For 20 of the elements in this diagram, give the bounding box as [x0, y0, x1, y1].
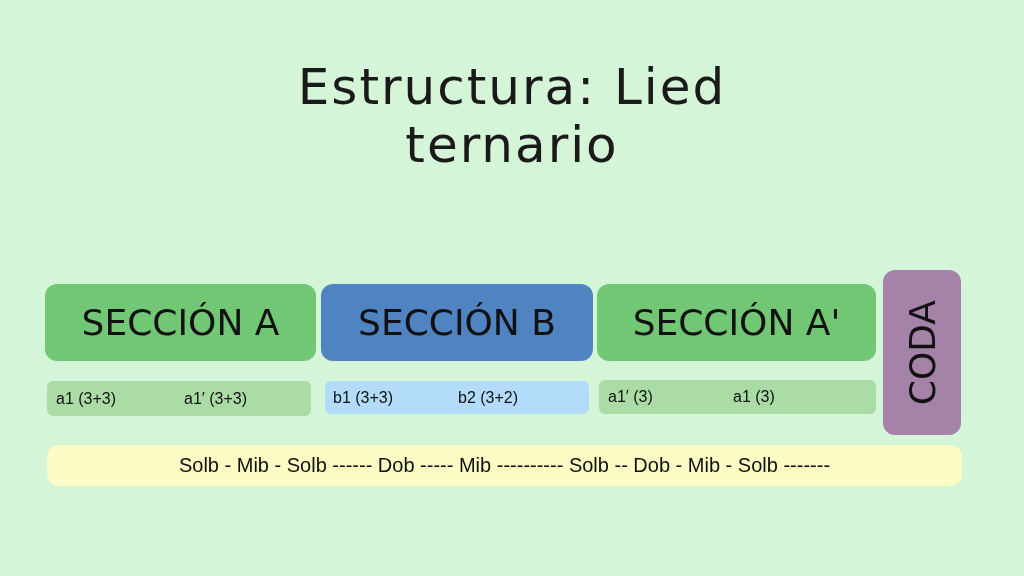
phrase-label: b1 (3+3) — [333, 388, 394, 407]
phrase-label: a1′ (3+3) — [184, 389, 248, 408]
phrase-label: a1 (3+3) — [56, 389, 117, 408]
section-box — [45, 284, 316, 361]
phrase-bar — [47, 381, 311, 416]
section-label: SECCIÓN A' — [632, 302, 841, 343]
title: Estructura: Lied ternario — [296, 58, 728, 174]
phrase-label: a1 (3) — [733, 388, 775, 406]
section-box — [597, 284, 876, 361]
section-box — [321, 284, 593, 361]
key-sequence: Solb - Mib - Solb ------ Dob ----- Mib ---------- Solb -- Dob - Mib - Solb ------- — [178, 454, 831, 477]
section-label: CODA — [901, 299, 943, 406]
key-bar — [47, 445, 962, 486]
coda-box — [883, 270, 961, 435]
phrase-label: a1′ (3) — [608, 388, 653, 406]
section-label: SECCIÓN A — [81, 302, 280, 343]
phrase-bar — [325, 381, 589, 414]
phrase-bar — [599, 380, 876, 414]
phrase-label: b2 (3+2) — [458, 388, 519, 407]
section-label: SECCIÓN B — [358, 302, 556, 343]
